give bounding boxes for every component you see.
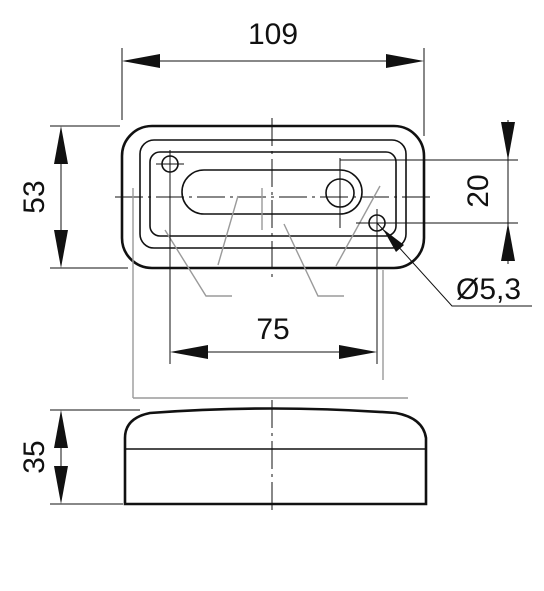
clip-hidden-right bbox=[335, 185, 381, 267]
dim-label-35: 35 bbox=[18, 440, 51, 473]
dimension-body-depth: 35 bbox=[18, 409, 140, 505]
dimension-overall-height: 53 bbox=[18, 125, 128, 269]
top-view bbox=[115, 118, 432, 399]
dim-label-20: 20 bbox=[462, 174, 495, 207]
lens-outline bbox=[149, 151, 397, 237]
dim-label-diameter: Ø5,3 bbox=[456, 273, 521, 306]
inner-frame bbox=[139, 139, 407, 249]
dim-label-53: 53 bbox=[18, 180, 51, 213]
clip-hidden-center bbox=[283, 223, 344, 297]
dim-label-75: 75 bbox=[256, 313, 289, 346]
dimension-overall-width: 109 bbox=[121, 18, 425, 136]
side-profile-outline bbox=[123, 407, 428, 506]
clip-hidden-left bbox=[164, 229, 232, 297]
clip-hidden-mid bbox=[217, 195, 239, 266]
dimension-hole-vertical: 20 bbox=[340, 120, 518, 264]
dim-label-109: 109 bbox=[248, 18, 298, 51]
dimension-hole-horizontal: 75 bbox=[169, 172, 378, 364]
dimension-hole-diameter: Ø5,3 bbox=[376, 222, 532, 307]
side-view bbox=[123, 400, 428, 512]
